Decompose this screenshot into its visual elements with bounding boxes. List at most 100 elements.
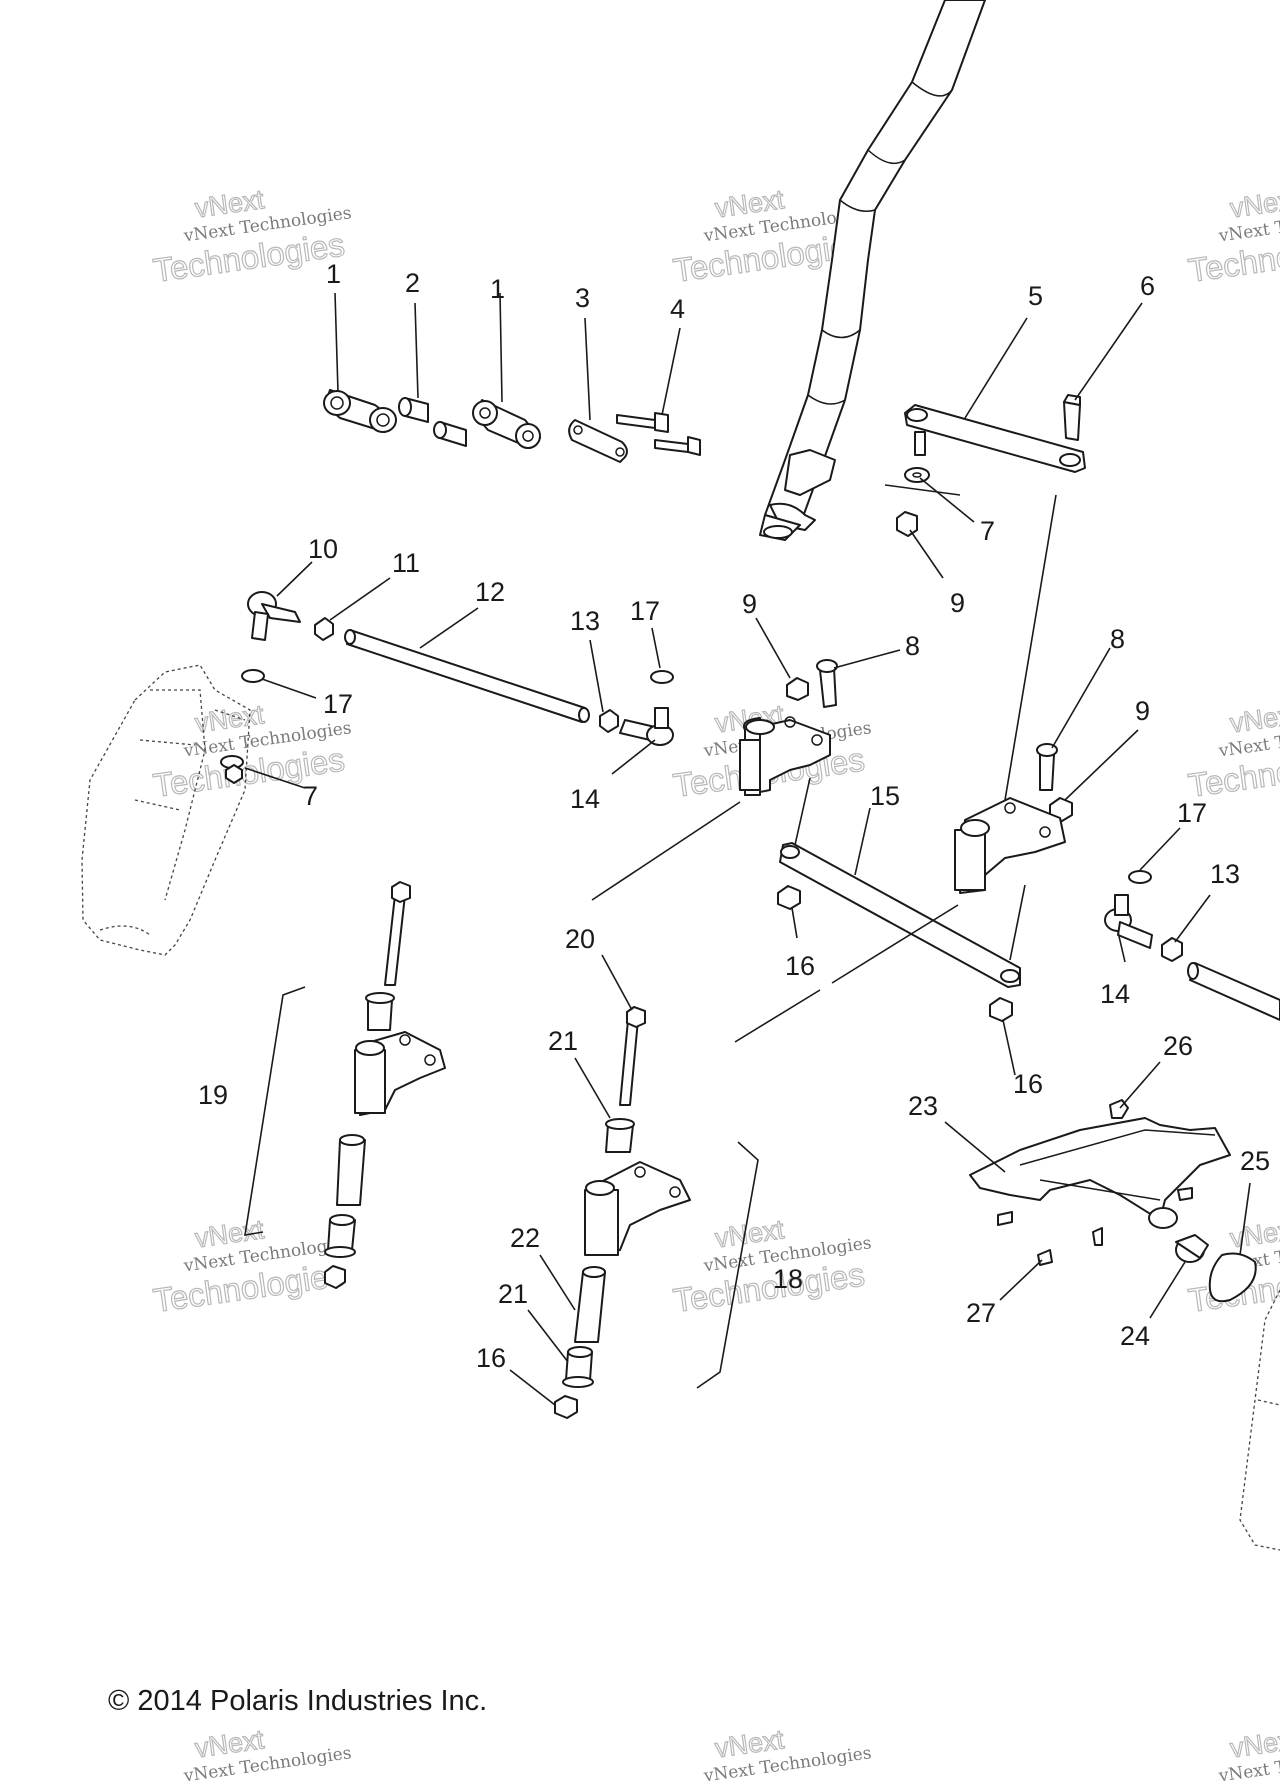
callout: 7 xyxy=(980,516,995,546)
callout: 1 xyxy=(326,259,341,289)
leader-lines xyxy=(244,292,1251,1406)
tie-rod-12 xyxy=(344,629,590,723)
clamp-25 xyxy=(1208,1252,1257,1303)
center-link-15 xyxy=(779,842,1021,988)
callout: 13 xyxy=(1210,859,1240,889)
nut-9-center xyxy=(786,677,809,701)
callout: 9 xyxy=(1135,696,1150,726)
callout: 18 xyxy=(773,1264,803,1294)
cover-23 xyxy=(969,1117,1231,1229)
watermark: vNext vNext Technologies Technologies xyxy=(1185,699,1280,805)
nut-16-lower xyxy=(554,1395,578,1419)
callout: 11 xyxy=(392,548,420,578)
bushing-21-lower xyxy=(562,1346,594,1388)
callout: 27 xyxy=(966,1298,996,1328)
callout: 25 xyxy=(1240,1146,1270,1176)
copyright-text: © 2014 Polaris Industries Inc. xyxy=(108,1685,487,1717)
callout: 15 xyxy=(870,781,900,811)
sleeve-22 xyxy=(574,1266,606,1343)
tie-rod-right xyxy=(1187,962,1280,1021)
callout: 20 xyxy=(565,924,595,954)
callout: 8 xyxy=(1110,624,1125,654)
nut-16-center xyxy=(777,885,801,910)
bolt-8-right xyxy=(1036,743,1058,791)
tie-rod-end-10 xyxy=(247,591,301,641)
callout: 22 xyxy=(510,1223,540,1253)
watermark: vNext vNext Technologies xyxy=(702,1724,873,1787)
bushing-19-lower xyxy=(324,1214,356,1258)
washer-17-right xyxy=(1128,870,1152,884)
callout: 2 xyxy=(405,268,420,298)
bushing-21-upper xyxy=(605,1118,635,1153)
watermark: vNext vNext Technologies Technologies xyxy=(150,1214,352,1320)
bushing-2 xyxy=(398,397,467,447)
washer-17-left xyxy=(241,669,265,683)
steering-arm-5 xyxy=(904,404,1086,473)
spindle-knuckle-dashed xyxy=(81,664,251,956)
callout-labels: 1 2 1 3 4 5 6 7 9 10 11 12 13 17 9 8 8 9… xyxy=(198,259,1270,1373)
grommet-24 xyxy=(1175,1234,1209,1263)
bushing-flange-19 xyxy=(365,992,395,1031)
callout: 8 xyxy=(905,631,920,661)
clamp-bracket-1a xyxy=(323,389,397,433)
bracket-line-18 xyxy=(696,1141,759,1389)
tie-rod-end-14-left xyxy=(619,707,674,746)
callout: 21 xyxy=(548,1026,578,1056)
callout: 16 xyxy=(476,1343,506,1373)
watermark: vNext vNext Technologies Technologies xyxy=(670,1214,872,1320)
watermark: vNext vNext Technologies xyxy=(182,1724,353,1787)
callout: 9 xyxy=(742,589,757,619)
callout: 19 xyxy=(198,1080,228,1110)
callout: 1 xyxy=(490,274,505,304)
clamp-bracket-1b xyxy=(472,399,541,449)
callout: 17 xyxy=(1177,798,1207,828)
callout: 9 xyxy=(950,588,965,618)
callout: 10 xyxy=(308,534,338,564)
callout: 12 xyxy=(475,577,505,607)
callout: 17 xyxy=(630,596,660,626)
callout: 14 xyxy=(1100,979,1130,1009)
nut-9-top xyxy=(896,511,918,537)
bolt-long-19 xyxy=(384,881,411,986)
svg-text:vNext: vNext xyxy=(1228,1724,1280,1763)
svg-text:vNext: vNext xyxy=(1228,1214,1280,1253)
frame-dashed-right xyxy=(1239,1289,1280,1551)
nut-9-left xyxy=(225,764,243,784)
callout: 5 xyxy=(1028,281,1043,311)
svg-text:vNext: vNext xyxy=(1228,184,1280,223)
callout: 16 xyxy=(1013,1069,1043,1099)
callout: 4 xyxy=(670,294,685,324)
callout: 21 xyxy=(498,1279,528,1309)
bracket-18 xyxy=(584,1161,691,1256)
bolt-20 xyxy=(619,1006,646,1106)
washer-17-top xyxy=(650,670,674,684)
upper-bracket-right xyxy=(954,797,1066,894)
bolt-4 xyxy=(616,412,701,456)
callout: 16 xyxy=(785,951,815,981)
watermark: vNext vNext Technologies xyxy=(1217,1724,1280,1787)
plate-3 xyxy=(568,419,628,463)
bracket-line-19 xyxy=(244,986,306,1236)
sleeve-19 xyxy=(336,1134,366,1206)
callout: 7 xyxy=(303,781,318,811)
upper-bracket-center xyxy=(739,716,831,796)
callout: 14 xyxy=(570,784,600,814)
nut-16-right xyxy=(989,997,1013,1022)
callout: 24 xyxy=(1120,1321,1150,1351)
bolt-8-center xyxy=(816,659,838,708)
tie-rod-end-14-right xyxy=(1104,894,1153,949)
callout: 6 xyxy=(1140,271,1155,301)
washer-7-top xyxy=(884,467,961,496)
svg-text:vNext: vNext xyxy=(1228,699,1280,738)
nut-13-left xyxy=(599,709,619,733)
callout: 26 xyxy=(1163,1031,1193,1061)
steering-column xyxy=(759,0,986,541)
callout: 17 xyxy=(323,689,353,719)
nut-19 xyxy=(324,1265,346,1289)
callout: 3 xyxy=(575,283,590,313)
bracket-19 xyxy=(354,1031,446,1116)
bolt-6 xyxy=(1063,394,1081,441)
nut-11 xyxy=(314,617,334,641)
nut-13-right xyxy=(1161,937,1183,962)
